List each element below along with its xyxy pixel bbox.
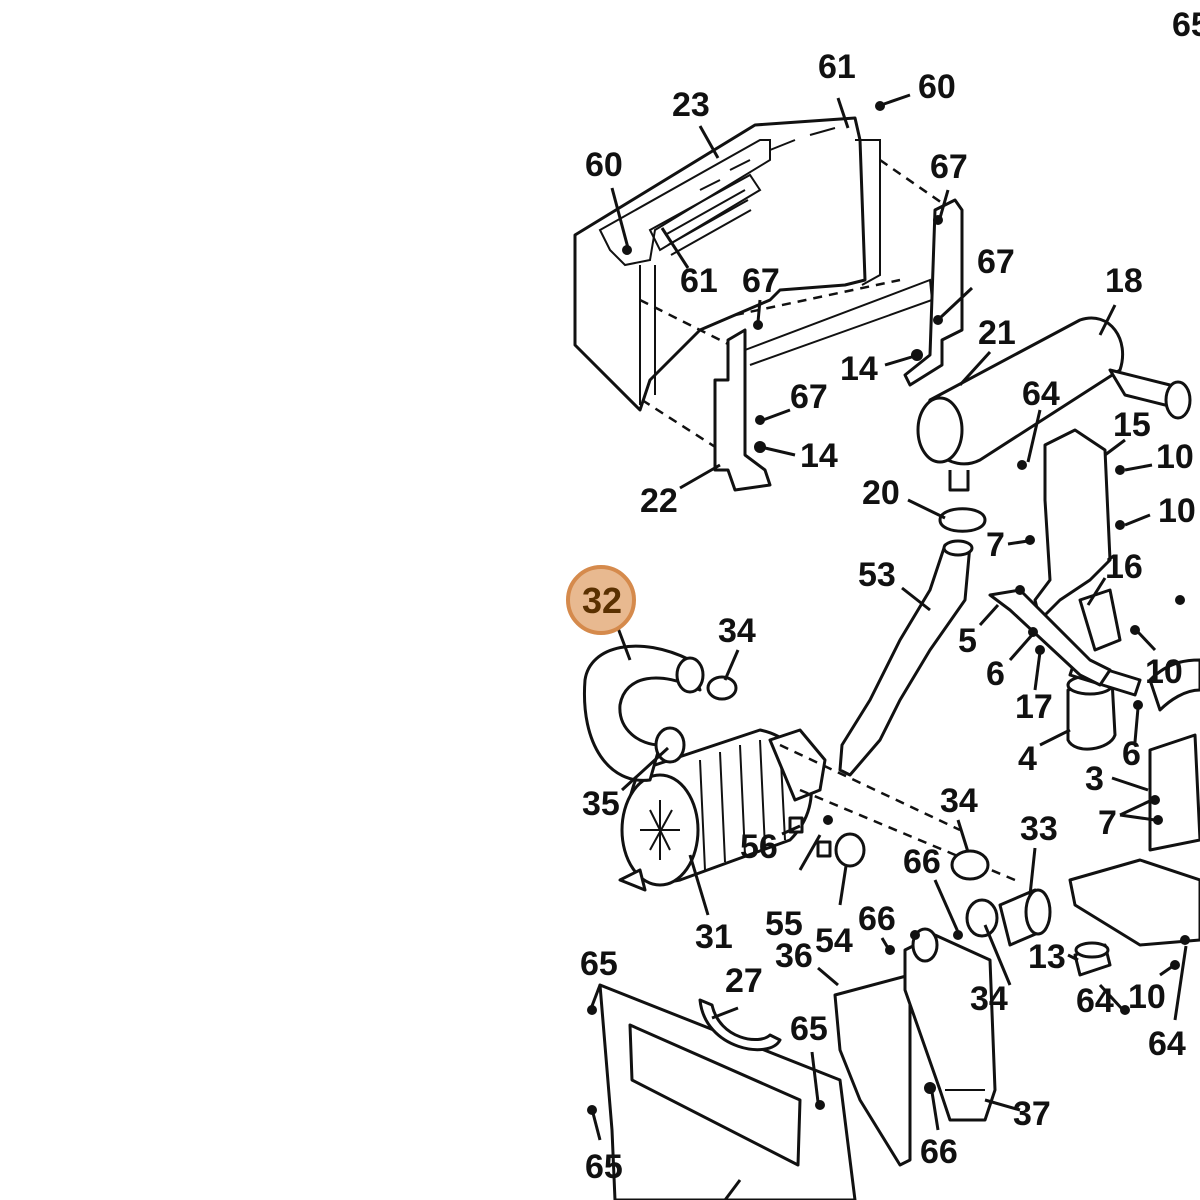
callout-27: 27 xyxy=(725,962,763,1000)
callout-61: 61 xyxy=(680,262,718,300)
callout-22: 22 xyxy=(640,482,678,520)
fittings-parts-54-56 xyxy=(788,816,866,868)
callout-18: 18 xyxy=(1105,262,1143,300)
bracket-part-37 xyxy=(903,927,997,1122)
callout-66: 66 xyxy=(903,843,941,881)
callout-64: 64 xyxy=(1022,375,1060,413)
callout-14: 14 xyxy=(840,350,878,388)
hose-part-53 xyxy=(838,539,974,777)
callout-10: 10 xyxy=(1145,653,1183,691)
callout-32-highlighted: 32 xyxy=(582,580,622,621)
callout-10: 10 xyxy=(1128,978,1166,1016)
callout-10: 10 xyxy=(1156,438,1194,476)
callout-10: 10 xyxy=(1158,492,1196,530)
callout-67: 67 xyxy=(790,378,828,416)
callout-65: 65 xyxy=(585,1148,623,1186)
callout-7: 7 xyxy=(986,526,1005,564)
callout-37: 37 xyxy=(1013,1095,1051,1133)
callout-61: 61 xyxy=(818,48,856,86)
muffler-part-18 xyxy=(916,316,1192,492)
cap-part-33 xyxy=(998,888,1052,947)
callout-64: 64 xyxy=(1148,1025,1186,1063)
callout-60: 60 xyxy=(585,146,623,184)
leader-lines xyxy=(590,93,1188,1200)
callout-34: 34 xyxy=(718,612,756,650)
callout-67: 67 xyxy=(977,243,1015,281)
air-cleaner-part-31 xyxy=(618,728,1016,892)
callout-66: 66 xyxy=(858,900,896,938)
callout-35: 35 xyxy=(582,785,620,823)
callout-5: 5 xyxy=(958,622,977,660)
callout-6: 6 xyxy=(986,655,1005,693)
clamps-part-34 xyxy=(706,675,999,938)
callout-20: 20 xyxy=(862,474,900,512)
callout-4: 4 xyxy=(1018,740,1037,778)
hose-part-32 xyxy=(582,644,705,782)
pipe-part-5 xyxy=(988,588,1112,687)
callout-65: 65 xyxy=(790,1010,828,1048)
callout-36: 36 xyxy=(775,937,813,975)
mount-part-13 xyxy=(1068,858,1200,977)
callout-53: 53 xyxy=(858,556,896,594)
callout-6: 6 xyxy=(1122,735,1141,773)
hood-part-23 xyxy=(573,116,946,452)
plate-part-15 xyxy=(1033,428,1122,652)
callout-56: 56 xyxy=(740,828,778,866)
callout-33: 33 xyxy=(1020,810,1058,848)
callout-60: 60 xyxy=(918,68,956,106)
callout-31: 31 xyxy=(695,918,733,956)
callout-23: 23 xyxy=(672,86,710,124)
callout-65: 65 xyxy=(1172,6,1200,44)
callout-67: 67 xyxy=(930,148,968,186)
callout-15: 15 xyxy=(1113,406,1151,444)
callout-3: 3 xyxy=(1085,760,1104,798)
side-panel-part-27 xyxy=(598,983,857,1200)
callout-7: 7 xyxy=(1098,804,1117,842)
callout-13: 13 xyxy=(1028,938,1066,976)
callout-labels: 65 61 60 23 60 67 61 67 67 18 21 14 64 6… xyxy=(580,6,1200,1186)
callout-65: 65 xyxy=(580,945,618,983)
callout-16: 16 xyxy=(1105,548,1143,586)
callout-14: 14 xyxy=(800,437,838,475)
callout-21: 21 xyxy=(978,314,1016,352)
callout-17: 17 xyxy=(1015,688,1053,726)
callout-34: 34 xyxy=(940,782,978,820)
bracket-part-67 xyxy=(903,198,964,387)
callout-55: 55 xyxy=(765,905,803,943)
callout-67: 67 xyxy=(742,262,780,300)
clamp-part-20 xyxy=(938,507,987,533)
callout-54: 54 xyxy=(815,922,853,960)
callout-34: 34 xyxy=(970,980,1008,1018)
callout-64: 64 xyxy=(1076,982,1114,1020)
highlight-circle xyxy=(566,565,636,635)
callout-66: 66 xyxy=(920,1133,958,1171)
